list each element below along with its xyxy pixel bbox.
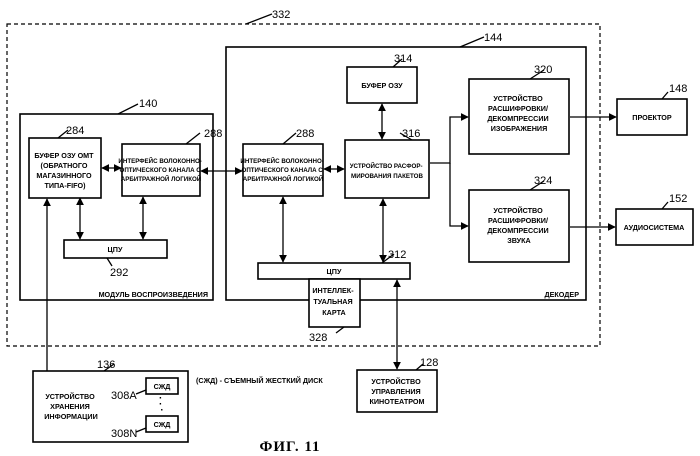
figure-caption: ФИГ. 11 (259, 439, 320, 455)
video-decrypt-label: УСТРОЙСТВО РАСШИФРОВКИ/ ДЕКОМПРЕССИИ ИЗО… (487, 94, 550, 133)
theater-control-ref: 128 (420, 357, 438, 369)
hdd-n-label: СЖД (154, 420, 171, 429)
playback-module-ref: 140 (139, 98, 157, 110)
repack-ref: 316 (402, 128, 420, 140)
hdd-a-ref: 308A (111, 390, 137, 402)
audio-system-leader (662, 202, 668, 209)
decoder-leader (460, 37, 484, 47)
cpu-right-label: ЦПУ (327, 267, 342, 276)
interface-right-label: ИНТЕРФЕЙС ВОЛОКОННО- ОПТИЧЕСКОГО КАНАЛА … (240, 157, 325, 183)
cpu-right-ref: 312 (388, 249, 406, 261)
audio-system-ref: 152 (669, 193, 687, 205)
audio-system-label: АУДИОСИСТЕМА (624, 223, 685, 232)
decoder-label: ДЕКОДЕР (544, 290, 579, 299)
interface-right-ref: 288 (296, 128, 314, 140)
audio-decrypt-ref: 324 (534, 175, 552, 187)
interface-left-ref: 288 (204, 128, 222, 140)
smart-card-leader (336, 327, 344, 333)
interface-left-label: ИНТЕРФЕЙС ВОЛОКОННО- ОПТИЧЕСКОГО КАНАЛА … (118, 157, 203, 183)
ram-buffer-ref: 314 (394, 53, 412, 65)
cpu-left-ref: 292 (110, 267, 128, 279)
decoder-ref: 144 (484, 32, 502, 44)
projector-label: ПРОЕКТОР (632, 113, 672, 122)
storage-label: УСТРОЙСТВО ХРАНЕНИЯ ИНФОРМАЦИИ (44, 392, 98, 421)
playback-module-leader (118, 104, 138, 114)
playback-module-label: МОДУЛЬ ВОСПРОИЗВЕДЕНИЯ (99, 290, 208, 299)
hdd-n-ref: 308N (111, 428, 137, 440)
ram-buffer-label: БУФЕР ОЗУ (361, 81, 403, 90)
projector-ref: 148 (669, 83, 687, 95)
hdd-a-label: СЖД (154, 382, 171, 391)
system-leader (246, 14, 272, 24)
fifo-ref: 284 (66, 125, 84, 137)
projector-leader (662, 92, 668, 99)
system-ref: 332 (272, 9, 290, 21)
smart-card-ref: 328 (309, 332, 327, 344)
theater-control-label: УСТРОЙСТВО УПРАВЛЕНИЯ КИНОТЕАТРОМ (369, 377, 424, 406)
storage-ref: 136 (97, 359, 115, 371)
video-decrypt-ref: 320 (534, 64, 552, 76)
hdd-legend: (СЖД) - СЪЕМНЫЙ ЖЕСТКИЙ ДИСК (196, 376, 323, 385)
cpu-left-label: ЦПУ (108, 245, 123, 254)
